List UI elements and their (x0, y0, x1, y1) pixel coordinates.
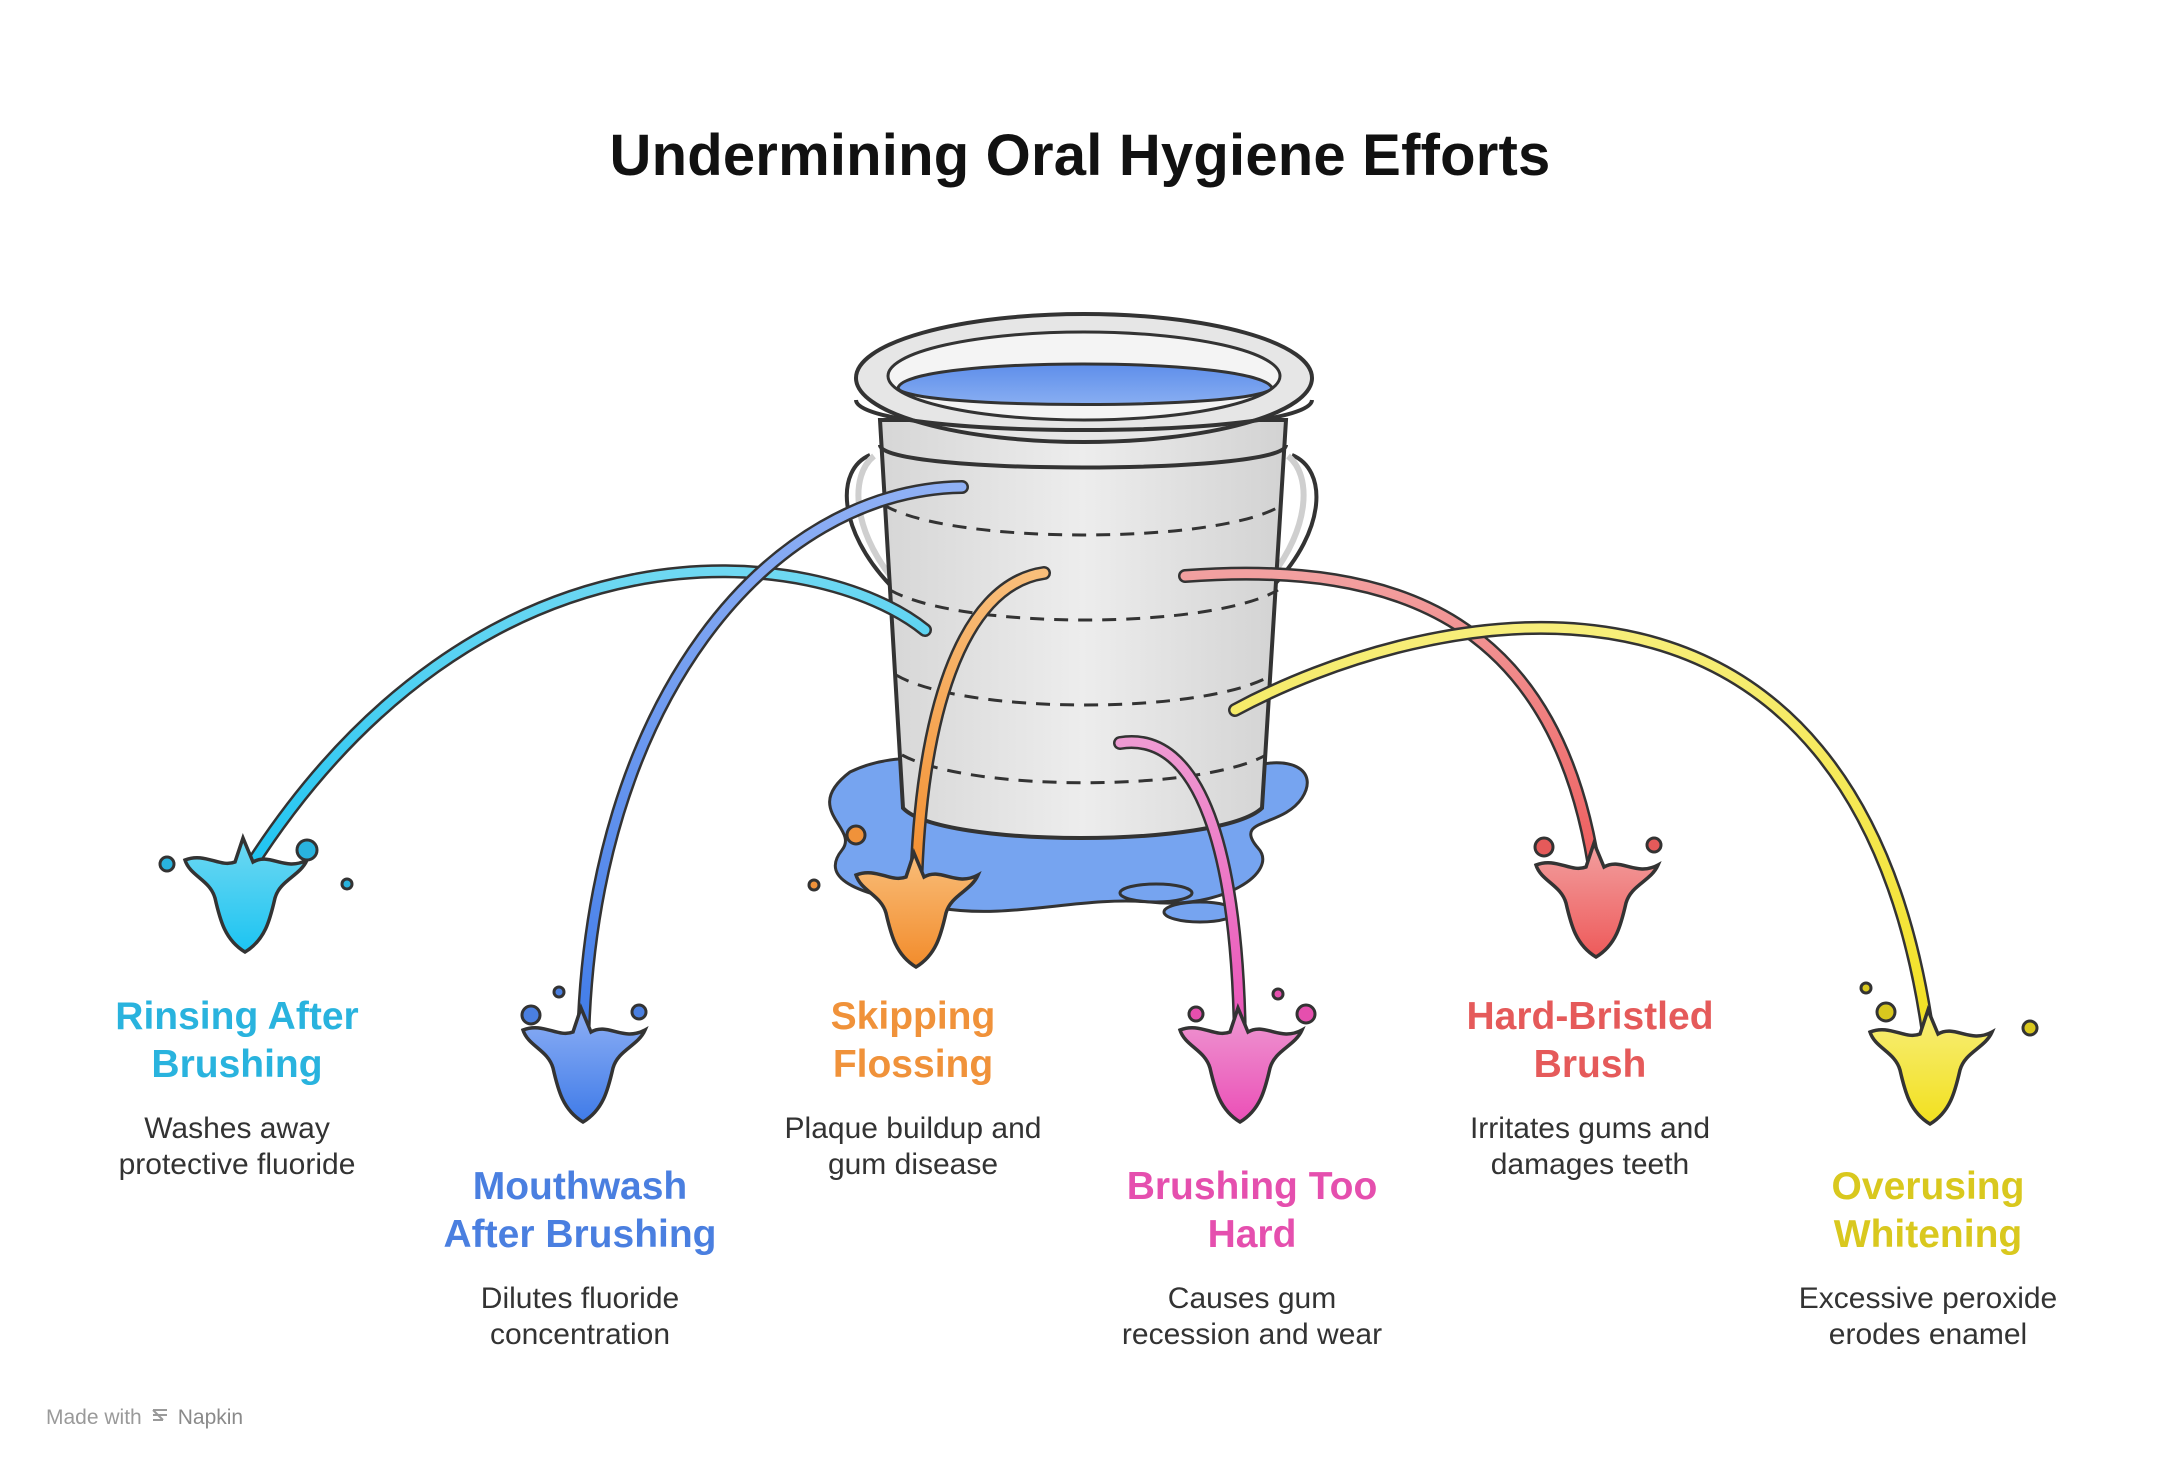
made-with-label: Made with (46, 1406, 142, 1429)
splash-icon (1533, 836, 1663, 960)
bucket-handle-icon (844, 453, 1319, 587)
item-description: Plaque buildup and gum disease (784, 1112, 1042, 1181)
stream-whitening (1228, 620, 1937, 1055)
stream-rinsing (238, 564, 932, 882)
item-title: Brushing Too Hard (1126, 1165, 1378, 1256)
bucket-icon (854, 312, 1314, 840)
item-title: Overusing Whitening (1831, 1165, 2025, 1256)
splash-icon (807, 824, 982, 970)
item-brushing-too-hard: Brushing Too Hard Causes gum recession a… (1092, 1163, 1412, 1353)
stream-hard-bristled (1178, 566, 1603, 887)
page-title: Undermining Oral Hygiene Efforts (609, 123, 1551, 188)
footer-credit: Made with Napkin (46, 1405, 243, 1431)
stream-mouthwash (576, 480, 969, 1052)
splash-icon (520, 985, 649, 1125)
item-description: Dilutes fluoride concentration (480, 1282, 680, 1351)
item-title: Skipping Flossing (830, 995, 996, 1086)
item-title: Mouthwash After Brushing (443, 1165, 717, 1256)
splash-icon (158, 833, 354, 955)
napkin-brand-label: Napkin (177, 1406, 244, 1429)
item-title: Rinsing After Brushing (115, 995, 359, 1086)
item-description: Washes away protective fluoride (118, 1112, 356, 1181)
stream-flossing (909, 566, 1051, 897)
napkin-logo-icon (150, 1405, 170, 1431)
item-skipping-flossing: Skipping Flossing Plaque buildup and gum… (753, 993, 1073, 1183)
item-mouthwash-after-brushing: Mouthwash After Brushing Dilutes fluorid… (420, 1163, 740, 1353)
item-hard-bristled-brush: Hard-Bristled Brush Irritates gums and d… (1430, 993, 1750, 1183)
splash-icon (1177, 987, 1317, 1125)
item-title: Hard-Bristled Brush (1466, 995, 1714, 1086)
item-description: Irritates gums and damages teeth (1469, 1112, 1711, 1181)
item-rinsing-after-brushing: Rinsing After Brushing Washes away prote… (77, 993, 397, 1183)
item-overusing-whitening: Overusing Whitening Excessive peroxide e… (1768, 1163, 2088, 1353)
splash-icon (1859, 981, 2039, 1127)
stream-brushing-hard (1113, 735, 1247, 1052)
item-description: Causes gum recession and wear (1121, 1282, 1383, 1351)
item-description: Excessive peroxide erodes enamel (1798, 1282, 2058, 1351)
